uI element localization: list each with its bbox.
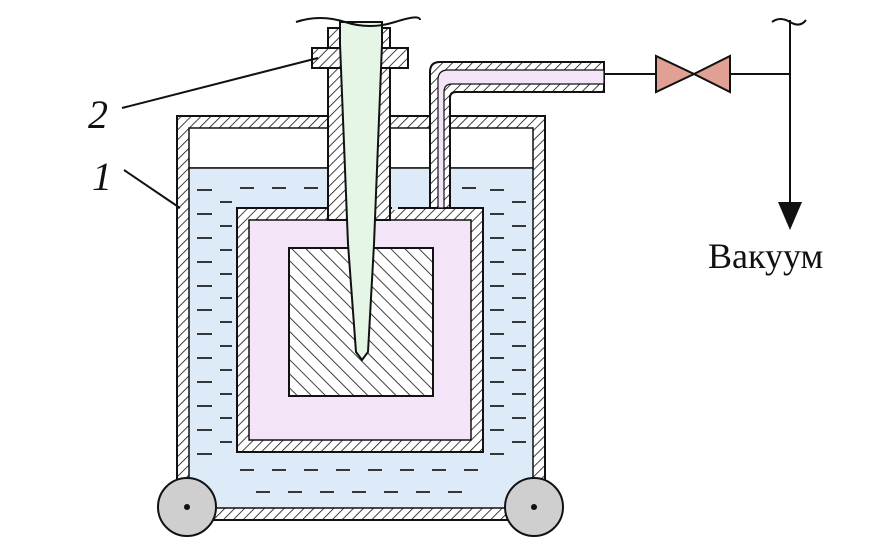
vacuum-pipe [429,61,605,209]
arrow-down-icon [778,202,802,230]
wheel-right [504,477,564,537]
liquid-dashes [197,187,526,493]
leader-line-1 [123,169,181,209]
leader-line-2 [121,57,319,109]
callout-2-label: 2 [88,92,108,137]
callout-1-label: 1 [92,154,112,199]
rod [339,21,383,362]
valve-icon [655,54,697,94]
vacuum-line [604,18,807,230]
vacuum-label: Вакуум [708,236,823,276]
break-line-top [295,16,421,27]
wheel-left [157,477,217,537]
